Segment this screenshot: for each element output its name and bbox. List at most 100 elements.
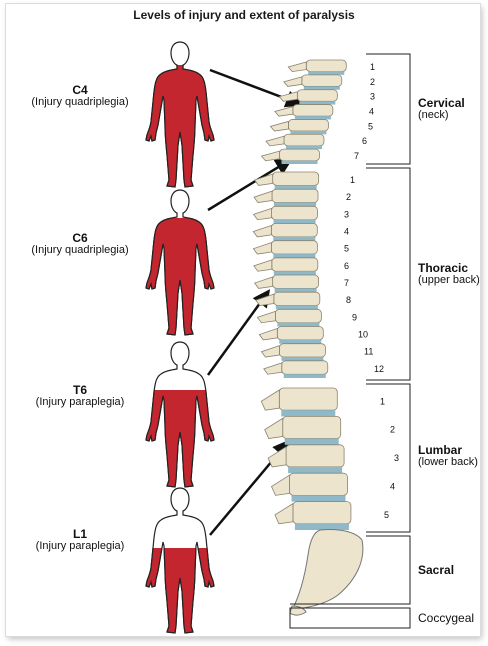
- vertebra-number-thoracic: 2: [346, 192, 351, 202]
- vertebra-number-thoracic: 6: [344, 261, 349, 271]
- vertebra-number-thoracic: 10: [358, 330, 368, 340]
- sacrum: [292, 529, 363, 610]
- vertebra-number-cervical: 7: [354, 151, 359, 161]
- vertebra-thoracic: [272, 206, 318, 219]
- spinous-process: [264, 363, 282, 374]
- vertebra-thoracic: [279, 344, 325, 357]
- bracket-coccygeal: [290, 608, 410, 628]
- spinous-process: [253, 243, 271, 254]
- body-figure-t6: [146, 342, 214, 487]
- body-figure-c6: [146, 190, 214, 335]
- vertebra-number-cervical: 2: [370, 77, 375, 87]
- spinous-process: [268, 447, 286, 467]
- vertebra-number-lumbar: 5: [384, 510, 389, 520]
- vertebra-cervical: [280, 149, 320, 161]
- spinous-process: [288, 62, 306, 72]
- spinous-process: [254, 260, 272, 271]
- vertebra-thoracic: [277, 327, 323, 340]
- spinous-process: [255, 277, 273, 288]
- vertebra-number-thoracic: 8: [346, 295, 351, 305]
- intervertebral-disc: [275, 185, 317, 189]
- spinous-process: [257, 311, 275, 322]
- intervertebral-disc: [281, 357, 323, 361]
- vertebra-thoracic: [274, 292, 320, 305]
- vertebra-thoracic: [273, 172, 319, 185]
- vertebra-lumbar: [293, 502, 351, 524]
- intervertebral-disc: [295, 524, 349, 530]
- vertebra-number-cervical: 4: [369, 107, 374, 117]
- intervertebral-disc: [295, 116, 331, 119]
- body-figure-c4: [146, 42, 214, 187]
- vertebra-cervical: [306, 60, 346, 72]
- vertebra-number-thoracic: 12: [374, 364, 384, 374]
- spinous-process: [272, 475, 290, 495]
- intervertebral-disc: [292, 495, 346, 501]
- spinous-process: [253, 226, 271, 237]
- vertebra-cervical: [302, 75, 342, 87]
- vertebra-lumbar: [290, 473, 348, 495]
- intervertebral-disc: [273, 237, 315, 241]
- vertebra-number-thoracic: 9: [352, 312, 357, 322]
- intervertebral-disc: [274, 271, 316, 275]
- vertebra-number-thoracic: 3: [344, 209, 349, 219]
- intervertebral-disc: [286, 146, 322, 149]
- spinous-process: [261, 390, 279, 410]
- vertebra-thoracic: [272, 258, 318, 271]
- vertebra-number-lumbar: 4: [390, 481, 395, 491]
- spinous-process: [262, 151, 280, 161]
- vertebra-lumbar: [283, 416, 341, 438]
- vertebra-thoracic: [271, 224, 317, 237]
- spinous-process: [265, 418, 283, 438]
- vertebra-thoracic: [272, 189, 318, 202]
- vertebra-number-cervical: 1: [370, 62, 375, 72]
- vertebra-thoracic: [282, 361, 328, 374]
- vertebra-number-cervical: 6: [362, 136, 367, 146]
- vertebra-cervical: [284, 134, 324, 146]
- intervertebral-disc: [281, 410, 335, 416]
- spinous-process: [279, 92, 297, 102]
- vertebra-number-cervical: 3: [370, 92, 375, 102]
- intervertebral-disc: [308, 72, 344, 75]
- vertebra-number-thoracic: 5: [344, 244, 349, 254]
- vertebra-thoracic: [271, 241, 317, 254]
- intervertebral-disc: [282, 161, 318, 164]
- spinous-process: [259, 329, 277, 340]
- vertebral-column: [253, 60, 351, 530]
- spinous-process: [275, 504, 293, 524]
- vertebra-cervical: [293, 105, 333, 117]
- spinous-process: [284, 77, 302, 87]
- intervertebral-disc: [274, 220, 316, 224]
- intervertebral-disc: [284, 374, 326, 378]
- body-figure-l1: [146, 488, 214, 633]
- intervertebral-disc: [279, 340, 321, 344]
- spinous-process: [275, 107, 293, 117]
- spinous-process: [254, 191, 272, 202]
- vertebra-number-lumbar: 2: [390, 425, 395, 435]
- vertebra-number-thoracic: 1: [350, 175, 355, 185]
- vertebra-number-cervical: 5: [368, 121, 373, 131]
- spinous-process: [261, 346, 279, 357]
- spinous-process: [270, 121, 288, 131]
- vertebra-number-thoracic: 4: [344, 227, 349, 237]
- intervertebral-disc: [276, 306, 318, 310]
- spinous-process: [254, 208, 272, 219]
- intervertebral-disc: [290, 131, 326, 134]
- vertebra-lumbar: [279, 388, 337, 410]
- intervertebral-disc: [275, 288, 317, 292]
- vertebra-cervical: [288, 119, 328, 131]
- intervertebral-disc: [304, 86, 340, 89]
- vertebra-number-lumbar: 3: [394, 453, 399, 463]
- vertebra-number-thoracic: 7: [344, 278, 349, 288]
- intervertebral-disc: [299, 101, 335, 104]
- vertebra-lumbar: [286, 445, 344, 467]
- intervertebral-disc: [274, 203, 316, 207]
- vertebra-number-lumbar: 1: [380, 396, 385, 406]
- spinous-process: [266, 136, 284, 146]
- intervertebral-disc: [288, 467, 342, 473]
- intervertebral-disc: [273, 254, 315, 258]
- intervertebral-disc: [277, 323, 319, 327]
- vertebra-number-thoracic: 11: [364, 347, 373, 357]
- vertebra-thoracic: [273, 275, 319, 288]
